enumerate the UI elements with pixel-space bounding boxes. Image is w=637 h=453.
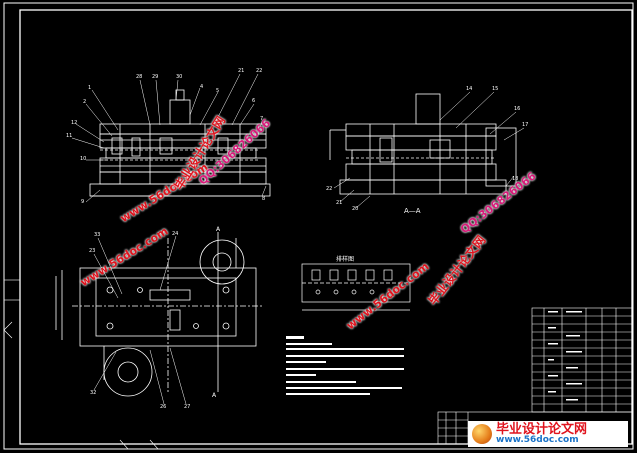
callout-21b: 21 xyxy=(336,200,343,206)
callout-17: 17 xyxy=(522,122,529,128)
callout-4: 4 xyxy=(200,84,204,90)
section-mark: A—A xyxy=(404,207,421,215)
section-leader-lines xyxy=(333,91,525,209)
callout-28: 28 xyxy=(136,74,143,80)
callout-24: 24 xyxy=(172,231,179,237)
assembly-section-view xyxy=(89,89,271,197)
outer-frame xyxy=(3,2,634,450)
callout-15: 15 xyxy=(492,86,499,92)
callout-22b: 22 xyxy=(326,186,333,192)
callout-6: 6 xyxy=(252,98,256,104)
callout-8: 8 xyxy=(262,196,266,202)
callout-11: 11 xyxy=(66,133,73,139)
callout-18: 18 xyxy=(512,176,519,182)
title-block xyxy=(437,307,633,445)
frame-markings xyxy=(3,279,159,450)
plan-view xyxy=(55,232,262,397)
site-logo: 毕业设计论文网 www.56doc.com xyxy=(468,421,628,447)
title-block-fill-text xyxy=(548,311,582,401)
callout-32: 32 xyxy=(90,390,97,396)
callout-1: 1 xyxy=(88,85,92,91)
section-letter-bottom: A xyxy=(212,392,217,399)
technical-notes-lines xyxy=(286,336,404,395)
inner-frame xyxy=(19,9,633,445)
callout-22: 22 xyxy=(256,68,263,74)
callout-30: 30 xyxy=(176,74,183,80)
callout-2: 2 xyxy=(83,99,87,105)
callout-5: 5 xyxy=(216,88,220,94)
strip-layout-title: 排样图 xyxy=(336,256,355,263)
callout-33: 33 xyxy=(94,232,101,238)
callout-23: 23 xyxy=(89,248,96,254)
callout-7: 7 xyxy=(260,116,264,122)
callout-29: 29 xyxy=(152,74,159,80)
callout-16: 16 xyxy=(514,106,521,112)
plan-leader-lines xyxy=(93,235,187,405)
callout-9: 9 xyxy=(81,199,85,205)
callout-21: 21 xyxy=(238,68,245,74)
assembly-leader-lines xyxy=(71,73,267,203)
callout-26: 26 xyxy=(160,404,167,410)
callout-10: 10 xyxy=(80,156,87,162)
section-letter-top: A xyxy=(216,226,221,233)
globe-icon xyxy=(472,424,492,444)
site-logo-name: 毕业设计论文网 xyxy=(496,422,588,437)
callout-12: 12 xyxy=(71,120,78,126)
callout-14: 14 xyxy=(466,86,473,92)
strip-layout-view xyxy=(301,263,411,311)
callout-27: 27 xyxy=(184,404,191,410)
section-a-a-view xyxy=(329,93,517,195)
site-logo-url: www.56doc.com xyxy=(496,435,579,445)
callout-20: 20 xyxy=(352,206,359,212)
